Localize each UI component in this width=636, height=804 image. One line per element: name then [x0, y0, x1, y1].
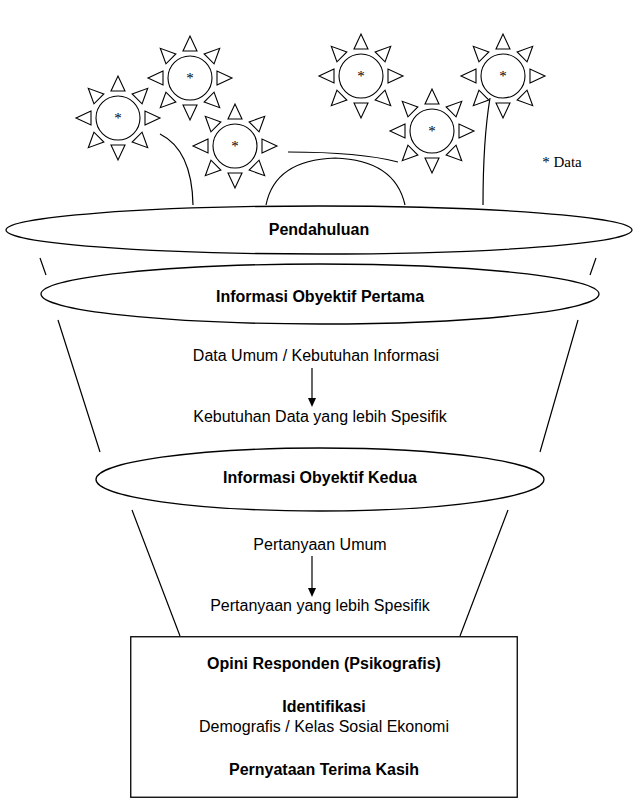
sun-ray — [249, 160, 265, 176]
sun-ray — [262, 139, 277, 153]
sun-ray — [354, 103, 368, 118]
sun-ray — [205, 116, 221, 132]
sun-ray — [204, 48, 220, 64]
sun-circle — [96, 96, 140, 140]
sun-ray — [88, 88, 104, 104]
sun-asterisk: * — [428, 123, 436, 140]
sun-ray — [473, 46, 489, 62]
sun-ray — [496, 103, 510, 118]
sun-ray — [354, 34, 368, 49]
sun-ray — [425, 158, 439, 173]
arrow-head — [308, 398, 316, 407]
sun-ray — [388, 69, 403, 83]
flower-stem — [483, 98, 490, 205]
sun-ray — [249, 116, 265, 132]
sun-ray — [473, 90, 489, 106]
sun-circle — [410, 109, 454, 153]
funnel-edge — [132, 510, 508, 636]
node-text: Pernyataan Terima Kasih — [229, 761, 419, 779]
sun-asterisk: * — [231, 138, 239, 155]
sun-ray — [148, 71, 163, 85]
sun-asterisk: * — [357, 68, 365, 85]
sun-ray — [132, 88, 148, 104]
sun-ray — [145, 111, 160, 125]
node-text: Pendahuluan — [269, 221, 369, 239]
sun-ray — [76, 111, 91, 125]
ellipse-band: Informasi Obyektif Kedua — [95, 447, 545, 512]
sun-ray — [111, 145, 125, 160]
flower-stem — [288, 152, 398, 162]
sun-ray — [205, 160, 221, 176]
flower-stem — [160, 134, 193, 205]
sun-ray — [461, 69, 476, 83]
sun-ray — [446, 101, 462, 117]
summary-box: Opini Responden (Psikografis) Identifikas… — [130, 636, 518, 798]
node-text: Demografis / Kelas Sosial Ekonomi — [199, 718, 449, 736]
flow-text: Pertanyaan Umum — [253, 536, 386, 554]
sun-ray — [425, 89, 439, 104]
flow-arrow — [311, 556, 312, 592]
legend-note: * Data — [542, 154, 582, 171]
sun-ray — [517, 46, 533, 62]
sun-circle — [168, 56, 212, 100]
sun-ray — [183, 105, 197, 120]
node-text: Informasi Obyektif Kedua — [223, 469, 417, 487]
sun-asterisk: * — [186, 70, 194, 87]
sun-asterisk: * — [499, 68, 507, 85]
sun-ray — [446, 145, 462, 161]
flower-stem — [266, 158, 405, 205]
ellipse-band: Pendahuluan — [5, 205, 633, 255]
sun-circle — [481, 54, 525, 98]
sun-ray — [183, 36, 197, 51]
flow-text: Kebutuhan Data yang lebih Spesifik — [193, 408, 447, 426]
sun-ray — [402, 101, 418, 117]
sun-ray — [228, 104, 242, 119]
sun-circle — [339, 54, 383, 98]
sun-ray — [402, 145, 418, 161]
sun-ray — [217, 71, 232, 85]
funnel-edge — [58, 320, 578, 452]
sun-ray — [111, 76, 125, 91]
arrow-head — [308, 588, 316, 597]
sun-ray — [375, 90, 391, 106]
sun-ray — [88, 132, 104, 148]
sun-ray — [160, 92, 176, 108]
flow-text: Pertanyaan yang lebih Spesifik — [210, 597, 430, 615]
sun-ray — [459, 124, 474, 138]
sun-ray — [132, 132, 148, 148]
sun-asterisk: * — [114, 110, 122, 127]
sun-ray — [375, 46, 391, 62]
sun-ray — [228, 173, 242, 188]
flow-text: Data Umum / Kebutuhan Informasi — [193, 347, 439, 365]
sun-circle — [213, 124, 257, 168]
flow-arrow — [311, 368, 312, 402]
sun-ray — [530, 69, 545, 83]
sun-ray — [390, 124, 405, 138]
sun-ray — [517, 90, 533, 106]
node-text: Opini Responden (Psikografis) — [207, 655, 441, 673]
sun-ray — [160, 48, 176, 64]
node-text: Informasi Obyektif Pertama — [216, 288, 424, 306]
sun-ray — [204, 92, 220, 108]
ellipse-band: Informasi Obyektif Pertama — [40, 263, 600, 325]
sun-ray — [496, 34, 510, 49]
sun-ray — [331, 90, 347, 106]
sun-ray — [319, 69, 334, 83]
node-text: Identifikasi — [282, 698, 366, 716]
sun-ray — [193, 139, 208, 153]
sun-ray — [331, 46, 347, 62]
